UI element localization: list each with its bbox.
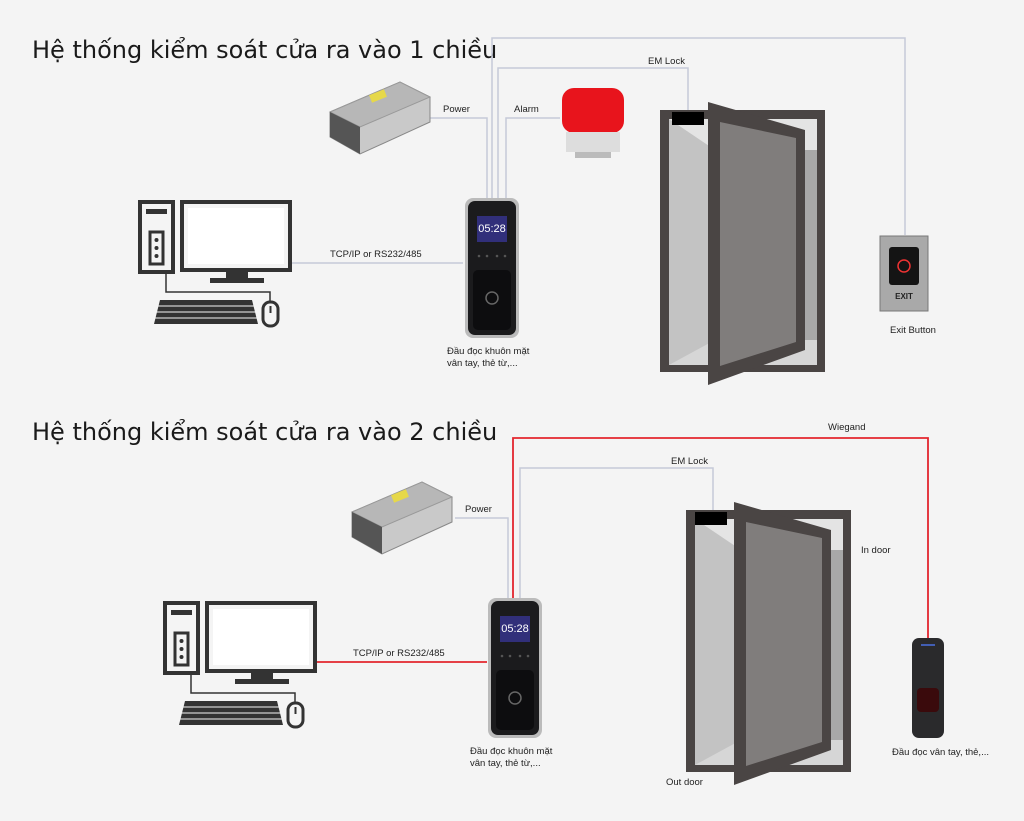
face-reader-device (464, 197, 520, 339)
exit-button-device: EXIT (879, 235, 929, 312)
exit-button-wire (491, 37, 906, 235)
wiegand-label: Wiegand (828, 422, 866, 433)
exit-text: EXIT (895, 292, 913, 301)
tcp-label: TCP/IP or RS232/485 (353, 648, 445, 659)
reader-caption-line1: Đầu đọc khuôn mặt (447, 346, 530, 357)
power-wire (430, 117, 488, 198)
reader-caption-line2: vân tay, thẻ từ,... (447, 358, 518, 369)
slave-reader-caption: Đầu đọc vân tay, thẻ,... (892, 747, 989, 758)
em-lock-label: EM Lock (671, 456, 708, 467)
alarm-wire (505, 117, 560, 198)
power-label: Power (443, 104, 470, 115)
power-supply-image (329, 81, 431, 155)
tcp-label: TCP/IP or RS232/485 (330, 249, 422, 260)
door-illustration (660, 102, 825, 385)
em-lock-icon (672, 112, 704, 125)
out-door-label: Out door (666, 777, 703, 788)
reader-caption-line1: Đầu đọc khuôn mặt (470, 746, 553, 757)
reader-caption-line2: vân tay, thẻ từ,... (470, 758, 541, 769)
exit-button-label: Exit Button (890, 325, 936, 336)
in-door-label: In door (861, 545, 891, 556)
reader-clock: 05:28 (501, 623, 529, 635)
wiegand-wire (512, 437, 929, 640)
slave-reader-device (912, 638, 944, 738)
alarm-light (562, 88, 624, 158)
em-lock-icon (695, 512, 727, 525)
em-lock-wire (519, 467, 714, 598)
section2-title: Hệ thống kiểm soát cửa ra vào 2 chiều (32, 418, 497, 446)
power-supply-image (351, 481, 453, 555)
power-label: Power (465, 504, 492, 515)
section-two-way: Hệ thống kiểm soát cửa ra vào 2 chiều 05… (32, 418, 989, 788)
computer-icon (163, 601, 317, 729)
door-illustration (686, 502, 851, 785)
computer-icon (138, 200, 292, 328)
alarm-label: Alarm (514, 104, 539, 115)
em-lock-label: EM Lock (648, 56, 685, 67)
power-wire (455, 517, 509, 598)
face-reader-device (487, 597, 543, 739)
section-one-way: Hệ thống kiểm soát cửa ra vào 1 chiều 05… (32, 36, 936, 385)
section1-title: Hệ thống kiểm soát cửa ra vào 1 chiều (32, 36, 497, 64)
reader-clock: 05:28 (478, 223, 506, 235)
em-lock-wire (497, 67, 689, 198)
